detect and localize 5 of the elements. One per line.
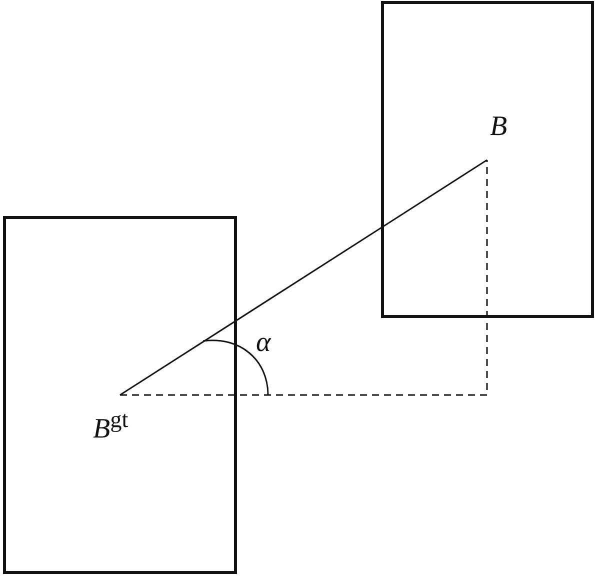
- point-label: B$^{gt}$: [93, 405, 128, 444]
- angle-label: α: [256, 328, 271, 358]
- point-label: B: [490, 112, 508, 142]
- bounding-box: [3, 216, 237, 574]
- bounding-box: [381, 1, 594, 318]
